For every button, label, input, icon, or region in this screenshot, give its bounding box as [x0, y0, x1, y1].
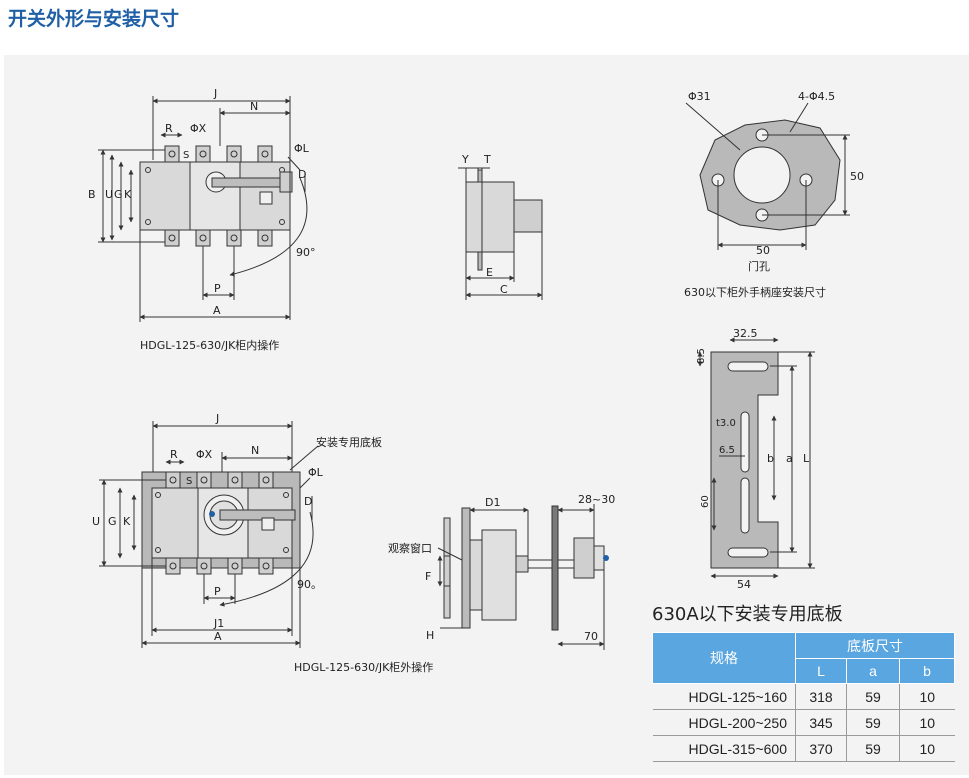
inner-label-K: K [124, 188, 132, 201]
door-label-holes: 4-Φ4.5 [798, 90, 835, 103]
inner-label-U: U [105, 188, 113, 201]
table-header-model: 规格 [652, 632, 796, 684]
inner-label-R: R [165, 122, 173, 135]
row-model: HDGL-125~160 [652, 683, 796, 710]
outer-side-labels: D1 28~30 观察窗口 F H 70 [388, 493, 615, 643]
plate-label-a: a [786, 452, 793, 465]
plate-label-L: L [803, 452, 810, 465]
inner-label-P: P [214, 282, 221, 295]
plate-label-w54: 54 [737, 578, 751, 591]
side-label-Y: Y [461, 153, 469, 166]
inner-label-phiX: ΦX [190, 122, 207, 135]
outer-side-window-label: 观察窗口 [388, 541, 432, 555]
outer-label-A: A [214, 630, 222, 643]
row-b: 10 [899, 735, 955, 762]
table-row: HDGL-200~250 345 59 10 [652, 709, 955, 736]
door-caption: 630以下柜外手柄座安装尺寸 [684, 285, 826, 299]
outer-label-K: K [123, 515, 131, 528]
inner-operation-labels: J N R ΦX S ΦL D B U G K 90° P A HDGL-125… [88, 87, 316, 352]
inner-label-A: A [213, 304, 221, 317]
inner-label-J: J [213, 87, 217, 100]
mounting-plate-labels: 32.5 8.5 t3.0 6.5 b a L 60 54 [696, 327, 810, 591]
outer-label-P: P [214, 585, 221, 598]
row-model: HDGL-315~600 [652, 735, 796, 762]
side-label-T: T [483, 153, 491, 166]
inner-label-angle: 90° [296, 246, 316, 259]
table-header-a: a [846, 658, 900, 684]
door-sub-caption: 门孔 [748, 259, 770, 273]
door-label-phi31: Φ31 [688, 90, 711, 103]
outer-operation-labels: J N R ΦX S ΦL D 安装专用底板 U G K 90。 P J1 A … [92, 412, 433, 674]
row-model: HDGL-200~250 [652, 709, 796, 736]
row-L: 370 [795, 735, 847, 762]
row-L: 345 [795, 709, 847, 736]
door-label-h50: 50 [850, 170, 864, 183]
outer-side-label-d70: 70 [584, 630, 598, 643]
outer-side-diagram [437, 504, 609, 650]
outer-side-label-F: F [425, 570, 431, 583]
outer-label-G: G [108, 515, 117, 528]
outer-label-R: R [170, 448, 178, 461]
outer-side-label-gap: 28~30 [578, 493, 615, 506]
outer-label-J: J [215, 412, 219, 425]
inner-label-G: G [114, 188, 123, 201]
outer-label-S: S [186, 476, 192, 487]
inner-label-D: D [298, 168, 306, 181]
inner-caption: HDGL-125-630/JK柜内操作 [140, 338, 279, 352]
mounting-plate-diagram [697, 337, 815, 579]
row-a: 59 [846, 735, 900, 762]
plate-label-w325: 32.5 [733, 327, 758, 340]
outer-label-D: D [304, 495, 312, 508]
inner-label-B: B [88, 188, 96, 201]
row-b: 10 [899, 683, 955, 710]
row-a: 59 [846, 683, 900, 710]
outer-caption: HDGL-125-630/JK柜外操作 [294, 660, 433, 674]
table-title: 630A以下安装专用底板 [652, 604, 843, 625]
page-title: 开关外形与安装尺寸 [8, 8, 180, 30]
door-label-w50: 50 [756, 244, 770, 257]
outer-label-J1: J1 [213, 617, 224, 630]
outer-side-label-H: H [426, 629, 434, 642]
outer-plate-label: 安装专用底板 [316, 435, 382, 449]
row-a: 59 [846, 709, 900, 736]
plate-label-d65: 6.5 [719, 445, 735, 456]
side-label-E: E [486, 266, 493, 279]
row-L: 318 [795, 683, 847, 710]
plate-label-t30: t3.0 [716, 418, 736, 429]
outer-operation-diagram [99, 421, 319, 648]
inner-label-S: S [183, 150, 189, 161]
mounting-plate-table: 规格 底板尺寸 L a b HDGL-125~160 318 59 10 HDG… [652, 632, 955, 762]
table-row: HDGL-315~600 370 59 10 [652, 735, 955, 762]
outer-label-U: U [92, 515, 100, 528]
outer-label-phiX: ΦX [196, 448, 213, 461]
plate-label-d85: 8.5 [696, 348, 707, 364]
plate-label-d60: 60 [700, 495, 711, 508]
outer-label-phiL: ΦL [308, 466, 324, 479]
table-header-b: b [899, 658, 955, 684]
outer-side-label-D1: D1 [485, 496, 500, 509]
outer-label-N: N [251, 444, 259, 457]
inner-operation-diagram [98, 96, 308, 322]
table-header-group: 底板尺寸 [795, 632, 955, 659]
inner-label-N: N [250, 100, 258, 113]
door-hole-diagram [685, 102, 850, 250]
row-b: 10 [899, 709, 955, 736]
inner-label-phiL: ΦL [294, 142, 310, 155]
plate-label-b: b [767, 452, 774, 465]
side-view-labels: Y T E C [461, 153, 508, 296]
outer-label-angle: 90。 [297, 578, 322, 591]
table-row: HDGL-125~160 318 59 10 [652, 683, 955, 710]
door-hole-labels: Φ31 4-Φ4.5 50 50 门孔 630以下柜外手柄座安装尺寸 [684, 90, 864, 299]
table-header-L: L [795, 658, 847, 684]
side-view-diagram [458, 167, 543, 300]
side-label-C: C [500, 283, 508, 296]
